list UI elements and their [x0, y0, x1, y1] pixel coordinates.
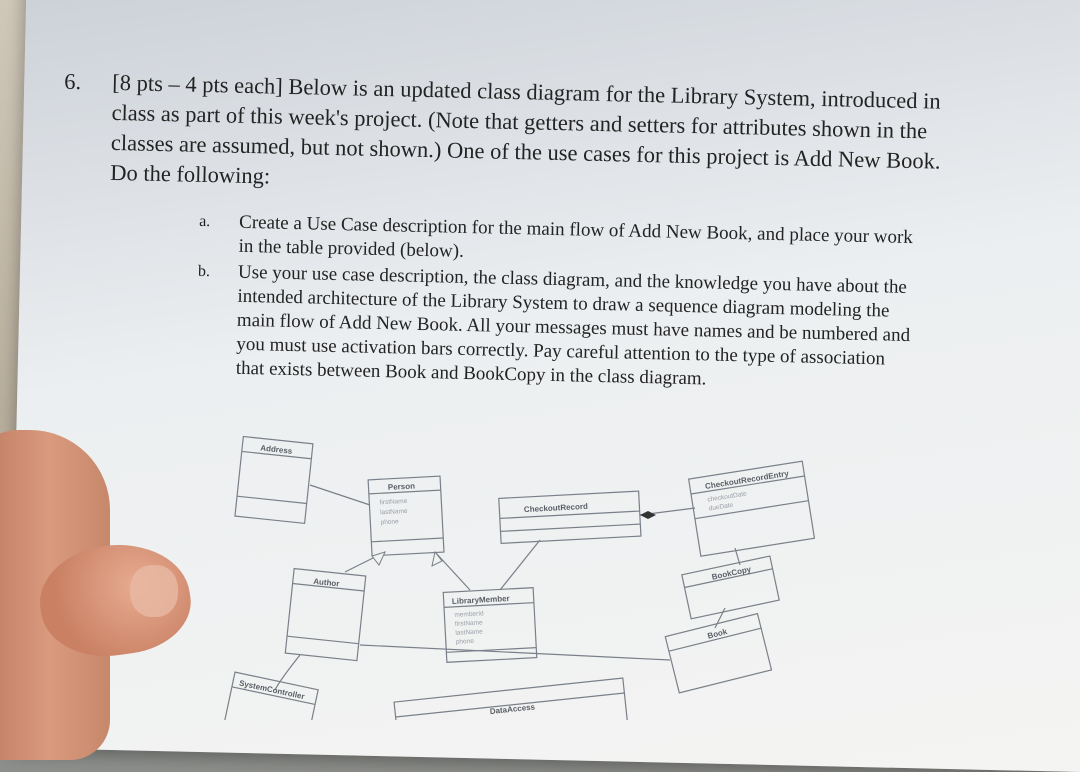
- class-box-checkout-record: [498, 490, 642, 545]
- class-box-data-access: [393, 677, 630, 720]
- attribute-library-member: phone: [456, 638, 475, 646]
- class-name-person: Person: [388, 481, 416, 491]
- attribute-checkout-record-entry: dueDate: [708, 502, 734, 513]
- class-box-book-copy: [681, 555, 780, 620]
- association-person-address: [309, 484, 371, 506]
- composition-diamond: [640, 511, 656, 519]
- inheritance-member-person: [434, 551, 471, 591]
- inheritance-arrowhead: [371, 551, 386, 566]
- class-diagram: Address Person CheckoutRecord CheckoutRe…: [221, 435, 816, 720]
- class-box-book: [664, 612, 773, 694]
- class-name-address: Address: [260, 443, 293, 455]
- class-name-library-member: LibraryMember: [452, 594, 510, 606]
- attribute-person: phone: [380, 518, 399, 526]
- attribute-library-member: memberId: [454, 610, 484, 619]
- inheritance-arrowhead: [431, 550, 443, 567]
- class-box-person: [367, 475, 445, 557]
- class-box-author: [284, 567, 367, 662]
- attribute-library-member: firstName: [455, 619, 484, 627]
- class-name-checkout-record: CheckoutRecord: [524, 502, 589, 514]
- class-name-data-access: DataAccess: [489, 702, 536, 716]
- attribute-person: firstName: [379, 498, 408, 506]
- association-member-checkoutrecord: [499, 539, 541, 591]
- association-bookcopy-book: [714, 607, 726, 629]
- class-box-library-member: [442, 587, 538, 663]
- association-entry-bookcopy: [734, 547, 741, 566]
- attribute-library-member: lastName: [455, 628, 483, 636]
- class-box-system-controller: [221, 671, 319, 720]
- class-box-checkout-record-entry: [687, 460, 816, 557]
- association-author-systemcontroller: [274, 654, 301, 691]
- thumbnail-nail: [130, 565, 178, 617]
- class-box-address: [234, 435, 314, 525]
- association-author-book: [359, 644, 671, 661]
- class-name-author: Author: [313, 577, 340, 589]
- attribute-person: lastName: [380, 508, 408, 516]
